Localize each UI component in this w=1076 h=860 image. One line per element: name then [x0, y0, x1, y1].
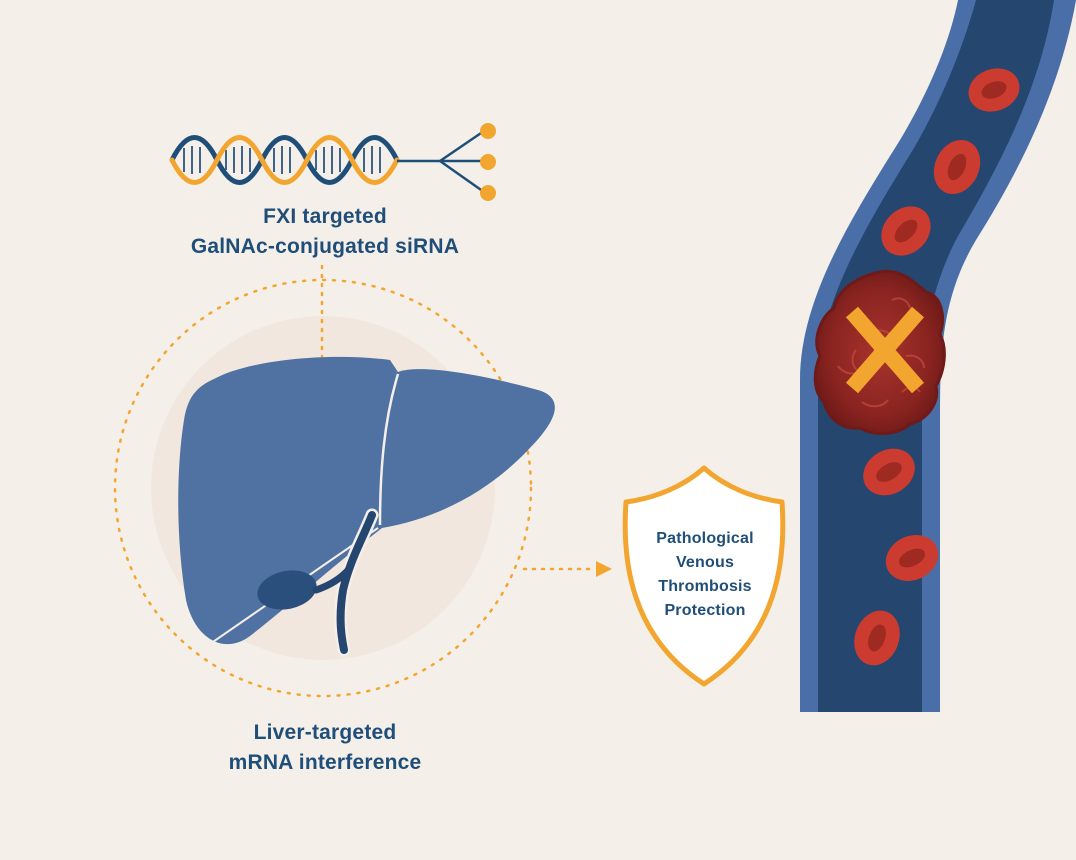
liver-label-line1: Liver-targeted — [253, 721, 397, 744]
shield-label-line1: Pathological — [656, 530, 754, 547]
siRNA-label: FXI targeted GalNAc-conjugated siRNA — [140, 202, 510, 262]
siRNA-label-line2: GalNAc-conjugated siRNA — [190, 235, 460, 258]
red-blood-cell — [933, 139, 981, 195]
dna-helix-icon — [169, 135, 400, 185]
cross-mark-icon — [845, 306, 925, 394]
red-blood-cell — [863, 448, 915, 496]
siRNA-label-line1: FXI targeted — [263, 205, 387, 228]
red-blood-cell — [885, 535, 939, 581]
protection-arrow — [522, 561, 612, 577]
shield-label-line3: Thrombosis — [658, 578, 752, 595]
shield-icon — [622, 465, 786, 687]
liver-icon — [178, 356, 555, 657]
red-blood-cell — [881, 206, 931, 256]
liver-label-line2: mRNA interference — [228, 751, 422, 774]
red-blood-cell — [854, 610, 900, 666]
red-blood-cells — [854, 68, 1020, 666]
galnac-ligand-icon — [397, 123, 496, 201]
shield-label-line4: Protection — [664, 602, 746, 619]
liver-label: Liver-targeted mRNA interference — [160, 718, 490, 778]
shield-label: Pathological Venous Thrombosis Protectio… — [632, 527, 778, 623]
red-blood-cell — [968, 68, 1020, 112]
shield-label-line2: Venous — [675, 554, 735, 571]
